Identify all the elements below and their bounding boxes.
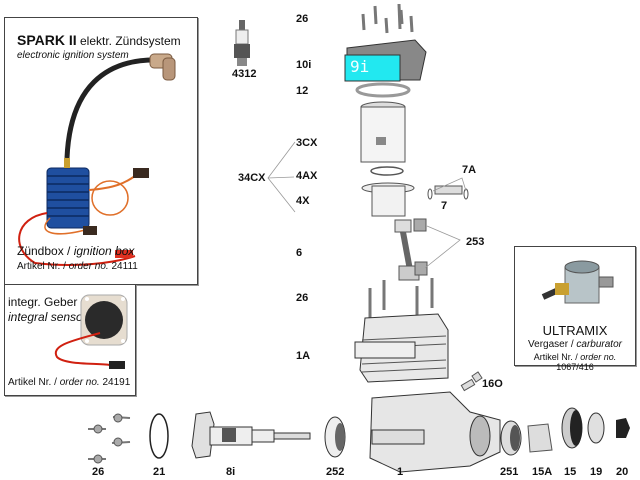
sensor-subtitle: integral sensor	[8, 310, 87, 324]
spark-title: SPARK II elektr. Zündsystem	[17, 32, 181, 48]
label-o-ring: 21	[153, 466, 166, 478]
label-spark-plug: 4312	[232, 68, 257, 80]
small-end-bearing	[413, 218, 427, 232]
sensor-title: integr. Geber	[8, 295, 78, 309]
spark-plug	[234, 20, 250, 66]
label-piston-ring: 4AX	[296, 170, 318, 182]
fuel-nipple	[460, 371, 483, 392]
label-cylinder-screws: 26	[296, 292, 309, 304]
carburator-illustration	[541, 260, 614, 304]
caption-en: ignition box	[73, 244, 135, 258]
taper-cone	[527, 423, 553, 453]
cylinder-liner	[360, 101, 406, 163]
cylinder-screws	[368, 278, 434, 318]
caption-de: Vergaser /	[528, 339, 577, 350]
label-pin-clips: 7A	[462, 164, 477, 176]
label-gasket: 12	[296, 85, 309, 97]
front-bearing	[500, 420, 522, 456]
label-front-bearing: 251	[500, 466, 519, 478]
label-liner: 3CX	[296, 137, 318, 149]
label-piston-pin: 7	[441, 200, 448, 212]
washer	[587, 412, 605, 444]
caption-de: Zündbox /	[17, 244, 74, 258]
pin-clip	[427, 188, 433, 200]
label-washer: 19	[590, 466, 603, 478]
label-head-screws: 26	[296, 13, 309, 25]
carb-order-no: Artikel Nr. / order no. 1067/416	[515, 352, 635, 372]
head-display-text: 9i	[350, 57, 370, 76]
sensor-illustration	[54, 294, 128, 369]
crankcase	[369, 391, 501, 473]
order-prefix: Artikel Nr. /	[533, 352, 581, 362]
carb-caption: Vergaser / carburator	[515, 339, 635, 350]
label-piston-kit: 34CX	[238, 172, 266, 184]
label-backplate-screws: 26	[92, 466, 105, 478]
ignition-box-caption: Zündbox / ignition box	[17, 244, 134, 258]
order-label: order no.	[59, 377, 100, 388]
order-prefix: Artikel Nr. /	[8, 377, 60, 388]
ignition-box-illustration	[18, 53, 176, 267]
order-number: 1067/416	[556, 362, 594, 372]
spark-ignition-box: SPARK II elektr. Zündsystem electronic i…	[4, 17, 198, 285]
ultramix-carburator-box: ULTRAMIX Vergaser / carburator Artikel N…	[514, 246, 636, 372]
label-nipple: 16O	[482, 378, 503, 390]
caption-en: carburator	[576, 339, 622, 350]
backplate-screws	[88, 416, 131, 460]
piston-ring	[370, 166, 404, 176]
rear-bearing	[324, 416, 346, 458]
big-end-bearing	[414, 261, 428, 276]
head-screws	[361, 3, 414, 34]
label-needle-bearings: 253	[466, 236, 485, 248]
spark-title-rest: elektr. Zündsystem	[76, 34, 181, 48]
order-number: 24111	[108, 261, 138, 272]
pin-clip	[463, 188, 469, 200]
label-rear-bearing: 252	[326, 466, 345, 478]
ignition-order-no: Artikel Nr. / order no. 24111	[17, 261, 138, 272]
sensor-order-no: Artikel Nr. / order no. 24191	[8, 377, 130, 388]
carb-title: ULTRAMIX	[542, 323, 608, 338]
label-cylinder: 1A	[296, 350, 311, 362]
label-prop-driver: 15	[564, 466, 577, 478]
order-label: order no.	[68, 261, 109, 272]
integral-sensor-box: integr. Geber integral sensor Artikel Nr…	[4, 284, 136, 396]
label-cylinder-head: 10i	[296, 59, 312, 71]
order-number: 24191	[99, 377, 131, 388]
cylinder	[354, 313, 449, 383]
label-cone: 15A	[532, 466, 553, 478]
piston	[361, 182, 415, 217]
head-gasket	[355, 82, 411, 98]
label-nut: 20	[616, 466, 629, 478]
connecting-rod	[394, 219, 420, 281]
label-conrod: 6	[296, 247, 303, 259]
prop-driver	[561, 407, 583, 449]
label-crankcase: 1	[397, 466, 404, 478]
label-crankshaft: 8i	[226, 466, 236, 478]
order-prefix: Artikel Nr. /	[17, 261, 69, 272]
label-piston: 4X	[296, 195, 310, 207]
order-label: order no.	[580, 352, 617, 362]
spark-subtitle: electronic ignition system	[17, 50, 129, 61]
spark-title-bold: SPARK II	[17, 32, 77, 48]
crankshaft	[191, 411, 311, 459]
o-ring	[149, 413, 169, 459]
piston-pin	[434, 185, 463, 195]
prop-nut	[616, 418, 630, 438]
